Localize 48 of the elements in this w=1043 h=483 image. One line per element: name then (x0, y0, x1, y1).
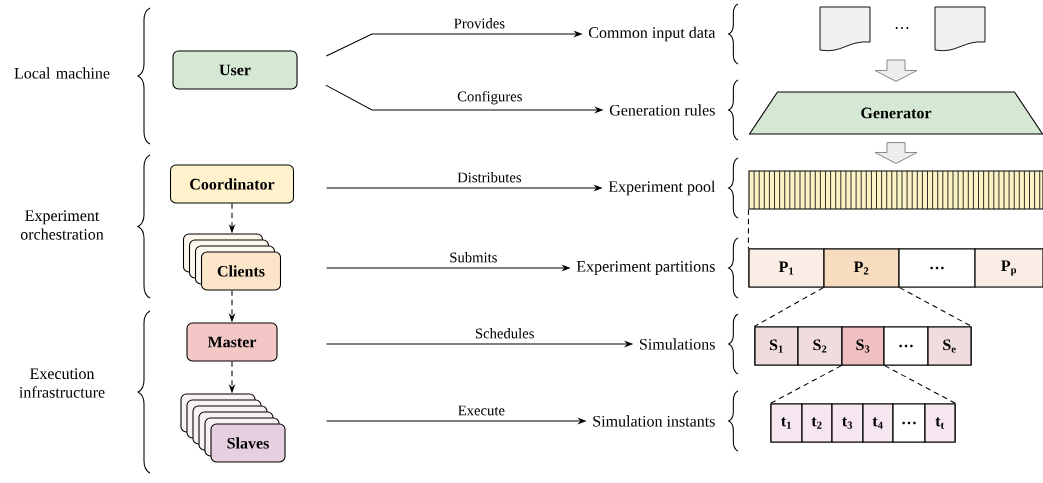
edge-label: Execute (456, 404, 507, 417)
generator-trapezoid: Generator (748, 91, 1043, 135)
row-label: Simulation instants (593, 415, 715, 427)
document-icon (934, 6, 986, 52)
cell: t$_{3}$ (831, 403, 864, 443)
cell: S$_{3}$ (841, 326, 885, 366)
zoom-line (747, 209, 749, 249)
process-box: Master (186, 322, 278, 362)
group-label: Execution infrastructure (19, 368, 105, 398)
zoom-line (753, 287, 824, 327)
cell: t$_{t}$ (924, 403, 956, 443)
edge-label: Distributes (455, 170, 523, 184)
edge-label: Schedules (473, 326, 536, 340)
row-label: Experiment partitions (576, 261, 715, 275)
block-arrow (874, 59, 918, 82)
document-icon (819, 6, 871, 52)
row-label: Simulations (640, 338, 715, 350)
process-box: User (172, 50, 298, 90)
row-label: Experiment pool (608, 180, 716, 196)
edge-label: Configures (455, 89, 524, 106)
striped-bar (748, 170, 1043, 210)
edge-label: Provides (452, 16, 507, 30)
group-label: Experiment orchestration (20, 210, 104, 240)
cell: t$_{2}$ (801, 403, 833, 443)
zoom-line (884, 365, 957, 404)
zoom-line (769, 365, 842, 404)
process-box: Coordinator (169, 164, 295, 204)
cell: t$_{1}$ (770, 403, 803, 443)
stacked-boxes: Clients (182, 233, 282, 291)
edge-label: Submits (448, 250, 499, 264)
cell: P$_{2}$ (823, 248, 900, 288)
ellipsis: … (895, 27, 909, 29)
cell: P$_{p}$ (974, 248, 1043, 288)
cell: … (892, 403, 926, 443)
cell: S$_{2}$ (797, 326, 843, 366)
zoom-line (899, 287, 973, 327)
cell: S$_{1}$ (754, 326, 799, 366)
row-label: Generation rules (609, 104, 715, 116)
node-label: Slaves (227, 437, 269, 449)
cell: … (898, 248, 976, 288)
cell: S$_{e}$ (927, 326, 972, 366)
cell: … (883, 326, 929, 366)
cell: t$_{4}$ (862, 403, 894, 443)
row-label: Common input data (588, 26, 716, 42)
group-label: Local machine (14, 67, 110, 79)
stacked-boxes: Slaves (180, 393, 286, 463)
cell: P$_{1}$ (748, 248, 825, 288)
block-arrow (874, 142, 918, 164)
